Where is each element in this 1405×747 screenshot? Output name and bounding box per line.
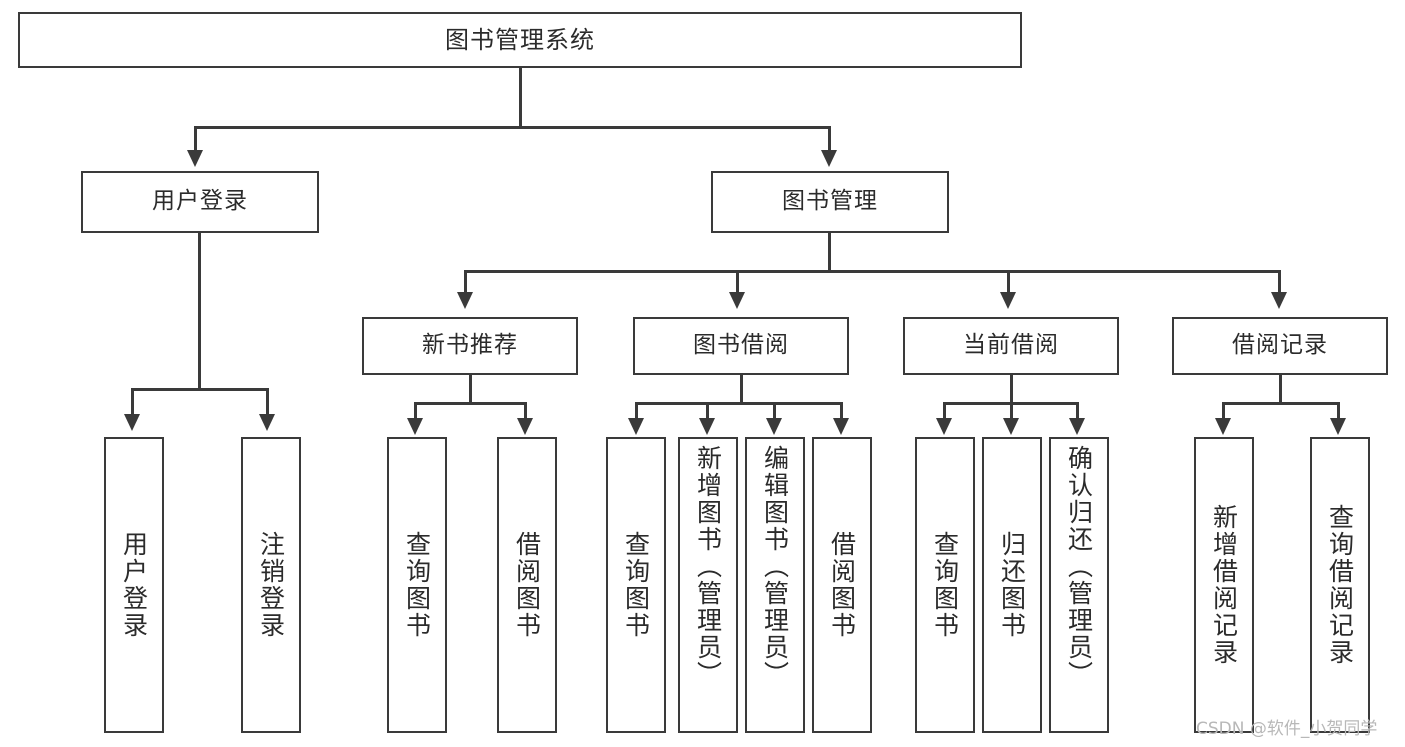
connector-root-bus <box>194 126 831 129</box>
leaf-current-borrow-confirm-return[interactable]: 确认归还（管理员） <box>1049 437 1109 733</box>
node-label: 新增借阅记录 <box>1209 504 1239 666</box>
connector-user-login-stem <box>198 233 201 390</box>
arrow-user-login <box>187 150 203 167</box>
node-label: 图书借阅 <box>693 332 789 359</box>
leaf-current-borrow-return[interactable]: 归还图书 <box>982 437 1042 733</box>
connector-current-borrow-drop-2 <box>1010 402 1013 418</box>
node-label: 借阅记录 <box>1232 332 1328 359</box>
leaf-new-book-query[interactable]: 查询图书 <box>387 437 447 733</box>
connector-borrow-record-drop-1 <box>1222 402 1225 418</box>
connector-user-login-drop-2 <box>266 388 269 414</box>
connector-user-login-bus <box>131 388 268 391</box>
watermark-credit: CSDN @软件_小贺同学 <box>1196 719 1378 739</box>
leaf-current-borrow-query[interactable]: 查询图书 <box>915 437 975 733</box>
node-book-borrow[interactable]: 图书借阅 <box>633 317 849 375</box>
arrow-level3-2 <box>729 292 745 309</box>
connector-new-book-drop-1 <box>414 402 417 418</box>
arrow-level3-3 <box>1000 292 1016 309</box>
arrow-leaf-borrow-record-1 <box>1215 418 1231 435</box>
arrow-level3-1 <box>457 292 473 309</box>
connector-current-borrow-drop-1 <box>943 402 946 418</box>
arrow-leaf-book-borrow-4 <box>833 418 849 435</box>
node-label: 新增图书（管理员） <box>693 445 723 688</box>
leaf-new-book-borrow[interactable]: 借阅图书 <box>497 437 557 733</box>
connector-borrow-record-bus <box>1222 402 1339 405</box>
connector-level3-bus <box>464 270 1280 273</box>
arrow-book-manage <box>821 150 837 167</box>
connector-book-borrow-drop-1 <box>635 402 638 418</box>
arrow-leaf-current-borrow-1 <box>936 418 952 435</box>
connector-root-stem <box>519 68 522 128</box>
connector-level3-drop-3 <box>1007 270 1010 292</box>
connector-new-book-bus <box>414 402 527 405</box>
node-label: 图书管理 <box>782 188 878 215</box>
connector-borrow-record-stem <box>1279 375 1282 404</box>
node-label: 图书管理系统 <box>445 25 595 54</box>
arrow-leaf-new-book-2 <box>517 418 533 435</box>
arrow-leaf-current-borrow-2 <box>1003 418 1019 435</box>
connector-current-borrow-stem <box>1010 375 1013 404</box>
node-label: 查询图书 <box>402 531 432 639</box>
leaf-user-login-login[interactable]: 用户登录 <box>104 437 164 733</box>
connector-drop-user-login <box>194 126 197 150</box>
leaf-book-borrow-query[interactable]: 查询图书 <box>606 437 666 733</box>
node-label: 确认归还（管理员） <box>1064 445 1094 688</box>
arrow-leaf-user-login-2 <box>259 414 275 431</box>
node-current-borrow[interactable]: 当前借阅 <box>903 317 1119 375</box>
node-label: 用户登录 <box>152 188 248 215</box>
leaf-book-borrow-borrow[interactable]: 借阅图书 <box>812 437 872 733</box>
connector-new-book-stem <box>469 375 472 404</box>
connector-book-borrow-drop-4 <box>840 402 843 418</box>
node-label: 查询图书 <box>930 531 960 639</box>
connector-book-borrow-drop-3 <box>773 402 776 418</box>
leaf-borrow-record-add[interactable]: 新增借阅记录 <box>1194 437 1254 733</box>
connector-borrow-record-drop-2 <box>1337 402 1340 418</box>
node-label: 用户登录 <box>119 531 149 639</box>
node-label: 借阅图书 <box>512 531 542 639</box>
node-new-book-recommend[interactable]: 新书推荐 <box>362 317 578 375</box>
arrow-leaf-book-borrow-1 <box>628 418 644 435</box>
arrow-level3-4 <box>1271 292 1287 309</box>
node-root-system[interactable]: 图书管理系统 <box>18 12 1022 68</box>
connector-book-manage-stem <box>828 233 831 272</box>
arrow-leaf-book-borrow-2 <box>699 418 715 435</box>
node-label: 归还图书 <box>997 531 1027 639</box>
connector-book-borrow-drop-2 <box>706 402 709 418</box>
node-label: 借阅图书 <box>827 531 857 639</box>
leaf-book-borrow-add[interactable]: 新增图书（管理员） <box>678 437 738 733</box>
connector-book-borrow-stem <box>740 375 743 404</box>
node-book-management[interactable]: 图书管理 <box>711 171 949 233</box>
arrow-leaf-new-book-1 <box>407 418 423 435</box>
connector-book-borrow-bus <box>635 402 843 405</box>
leaf-borrow-record-query[interactable]: 查询借阅记录 <box>1310 437 1370 733</box>
node-label: 新书推荐 <box>422 332 518 359</box>
connector-level3-drop-2 <box>736 270 739 292</box>
arrow-leaf-book-borrow-3 <box>766 418 782 435</box>
node-user-login[interactable]: 用户登录 <box>81 171 319 233</box>
connector-user-login-drop-1 <box>131 388 134 414</box>
connector-new-book-drop-2 <box>524 402 527 418</box>
node-label: 注销登录 <box>256 531 286 639</box>
arrow-leaf-current-borrow-3 <box>1069 418 1085 435</box>
leaf-book-borrow-edit[interactable]: 编辑图书（管理员） <box>745 437 805 733</box>
node-label: 当前借阅 <box>963 332 1059 359</box>
arrow-leaf-borrow-record-2 <box>1330 418 1346 435</box>
connector-drop-book-manage <box>828 126 831 150</box>
connector-level3-drop-1 <box>464 270 467 292</box>
connector-level3-drop-4 <box>1278 270 1281 292</box>
node-borrow-record[interactable]: 借阅记录 <box>1172 317 1388 375</box>
node-label: 编辑图书（管理员） <box>760 445 790 688</box>
arrow-leaf-user-login-1 <box>124 414 140 431</box>
node-label: 查询图书 <box>621 531 651 639</box>
leaf-user-login-logout[interactable]: 注销登录 <box>241 437 301 733</box>
node-label: 查询借阅记录 <box>1325 504 1355 666</box>
connector-current-borrow-drop-3 <box>1076 402 1079 418</box>
